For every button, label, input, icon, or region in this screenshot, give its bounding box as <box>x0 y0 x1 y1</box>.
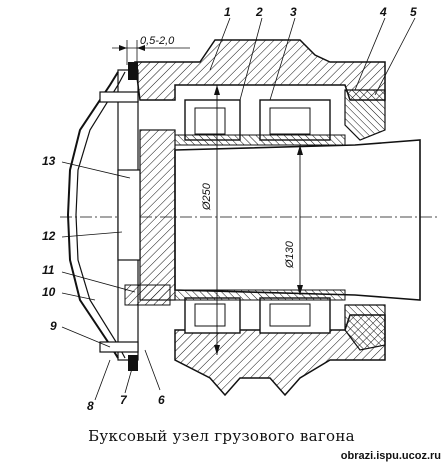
part-label-11: 11 <box>42 263 55 277</box>
part-label-12: 12 <box>42 229 56 243</box>
watermark-url: obrazi.ispu.ucoz.ru <box>340 450 441 462</box>
figure-caption: Буксовый узел грузового вагона <box>88 427 355 445</box>
axle-shaft <box>60 139 440 301</box>
part-label-9: 9 <box>50 319 57 333</box>
bolts <box>99 62 139 371</box>
part-label-5: 5 <box>410 5 417 19</box>
upper-bearings <box>174 99 346 146</box>
end-washer <box>117 129 176 306</box>
part-label-4: 4 <box>379 5 387 19</box>
part-label-13: 13 <box>42 154 56 168</box>
part-label-1: 1 <box>224 5 231 19</box>
part-label-10: 10 <box>42 285 56 299</box>
inner-diameter-label: Ø130 <box>284 240 296 269</box>
housing-top <box>134 39 386 101</box>
dimension-lines <box>112 40 303 355</box>
part-label-2: 2 <box>255 5 263 19</box>
part-label-8: 8 <box>87 399 94 413</box>
part-label-6: 6 <box>158 393 165 407</box>
part-label-7: 7 <box>120 393 128 407</box>
gap-dimension-label: 0,5-2,0 <box>140 35 175 47</box>
part-label-3: 3 <box>290 5 297 19</box>
labyrinth-seal <box>344 89 386 351</box>
leader-lines <box>61 17 416 401</box>
outer-diameter-label: Ø250 <box>201 182 213 211</box>
lower-bearings <box>174 289 346 334</box>
